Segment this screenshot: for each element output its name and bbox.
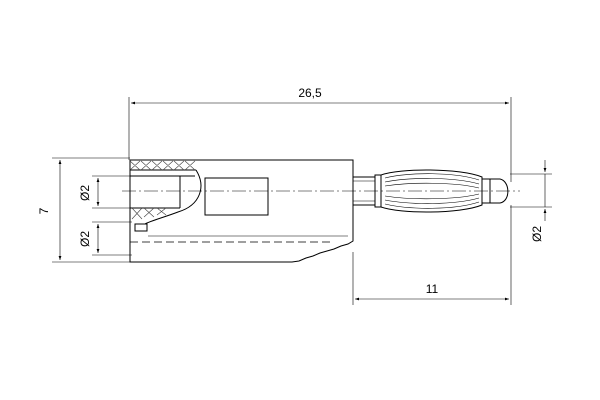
bore-upper-label: Ø2	[78, 185, 92, 201]
bore-lower-label: Ø2	[78, 231, 92, 247]
dimension-height: 7	[37, 157, 130, 263]
plug-body	[129, 159, 354, 263]
dimension-pin-diameter: Ø2	[510, 160, 552, 242]
dimension-overall-length: 26,5	[128, 86, 512, 182]
dimension-bore-upper: Ø2	[78, 175, 132, 209]
dimension-bore-lower: Ø2	[78, 221, 132, 256]
pin-diameter-label: Ø2	[530, 226, 544, 242]
dimension-tip-length: 11	[352, 205, 512, 305]
overall-length-label: 26,5	[298, 86, 322, 100]
tip-length-label: 11	[426, 282, 439, 296]
height-label: 7	[37, 207, 51, 214]
